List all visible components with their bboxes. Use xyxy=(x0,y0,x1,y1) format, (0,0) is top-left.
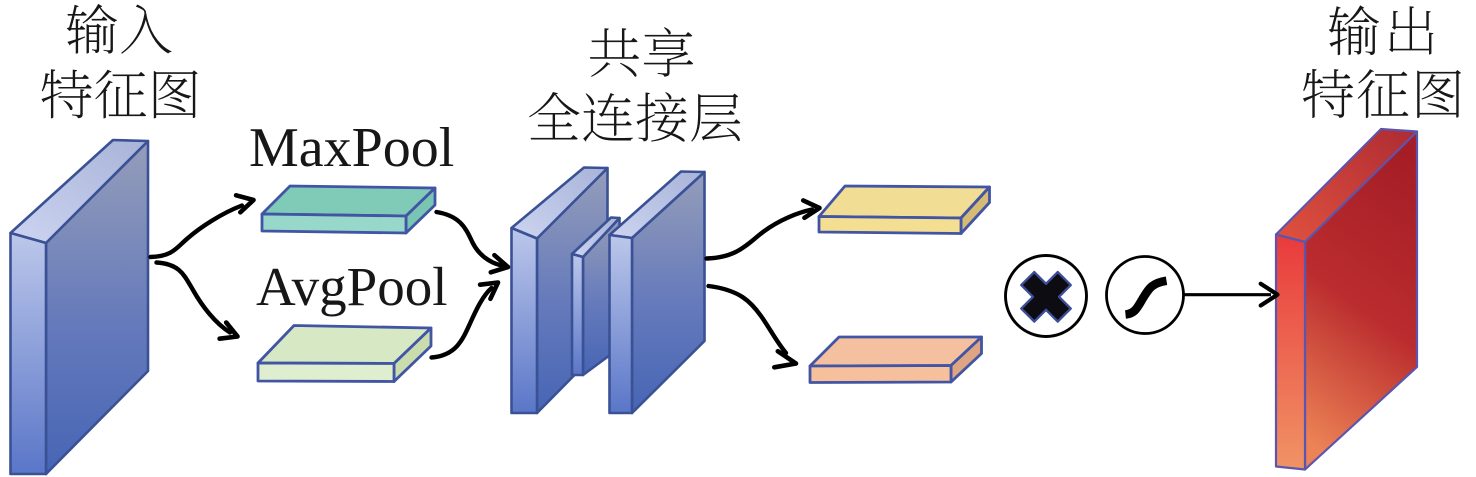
svg-text:AvgPool: AvgPool xyxy=(256,256,448,317)
svg-text:MaxPool: MaxPool xyxy=(249,117,454,179)
